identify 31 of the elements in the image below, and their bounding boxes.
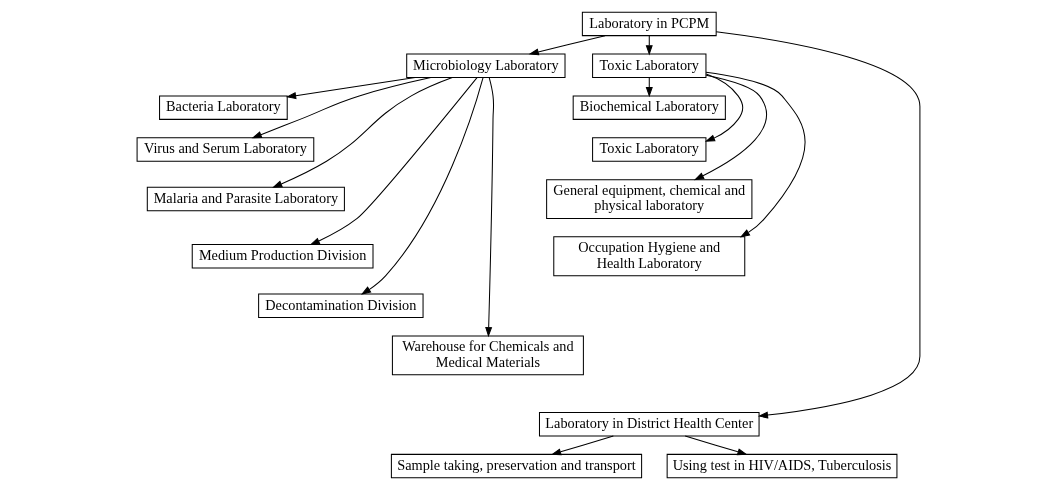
arrow [684, 435, 748, 456]
arrow [309, 77, 478, 246]
node-box: Virus and Serum Laboratory [136, 137, 315, 162]
node-box: Toxic Laboratory [592, 137, 707, 162]
arrow [645, 35, 653, 56]
arrow [528, 35, 606, 56]
arrow [485, 77, 495, 338]
node-box: Laboratory in District Health Center [538, 412, 760, 437]
node-box: Toxic Laboratory [592, 53, 707, 79]
arrow [704, 73, 744, 142]
node-box: Sample taking, preservation and transport [390, 453, 643, 479]
node-box: Malaria and Parasite Laboratory [146, 186, 345, 212]
arrow [693, 74, 767, 181]
arrow [550, 435, 614, 456]
node-box: General equipment, chemical and physical laboratory [546, 179, 753, 219]
node-box: Decontamination Division [258, 293, 424, 318]
arrow [251, 77, 432, 139]
node-box: Bacteria Laboratory [159, 95, 288, 120]
arrow [645, 77, 653, 98]
node-box: Laboratory in PCPM [581, 11, 717, 37]
arrow [272, 77, 453, 188]
node-box: Warehouse for Chemicals and Medical Materials [391, 335, 584, 376]
arrow [715, 31, 921, 419]
arrow [360, 77, 484, 295]
node-box: Using test in HIV/AIDS, Tuberculosis [666, 453, 898, 479]
arrow [285, 77, 416, 100]
node-box: Medium Production Division [191, 244, 374, 269]
node-box: Microbiology Laboratory [406, 53, 566, 79]
node-box: Occupation Hygiene and Health Laboratory [553, 236, 746, 277]
node-box: Biochemical Laboratory [572, 95, 726, 120]
arrow [705, 71, 806, 238]
